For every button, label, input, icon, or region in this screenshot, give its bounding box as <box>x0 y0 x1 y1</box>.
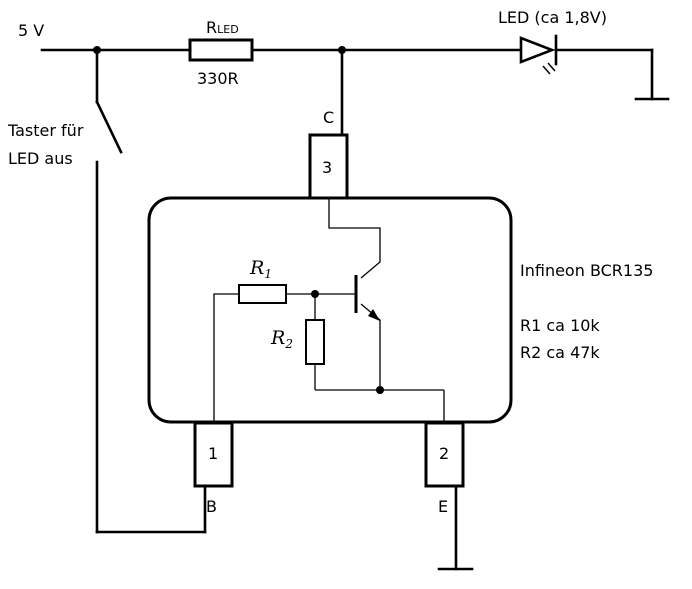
pin-2-emitter <box>424 421 465 488</box>
resistor-rled-value: 330R <box>197 69 239 88</box>
switch-label-line2: LED aus <box>8 149 73 168</box>
resistor-r1-label: R1 <box>249 257 272 281</box>
led-label: LED (ca 1,8V) <box>498 8 607 27</box>
base-node-dot <box>311 290 319 298</box>
resistor-r1-symbol <box>238 284 287 304</box>
switch-label-line1: Taster für <box>7 121 84 140</box>
resistor-rled-label: RLED <box>206 18 239 37</box>
switch-lever <box>95 100 123 154</box>
pin-3-collector <box>308 133 349 200</box>
pin-1-number: 1 <box>208 444 218 463</box>
pin-3-number: 3 <box>322 158 332 177</box>
emitter-node-dot <box>376 386 384 394</box>
collector-pin-letter: C <box>323 108 334 127</box>
resistor-r2-label: R2 <box>270 327 293 351</box>
ic-name: Infineon BCR135 <box>520 261 653 280</box>
emitter-pin-letter: E <box>438 497 448 516</box>
led-symbol <box>519 34 558 75</box>
base-pin-letter: B <box>206 497 217 516</box>
supply-label: 5 V <box>18 21 44 40</box>
ic-r2-note: R2 ca 47k <box>520 343 600 362</box>
ic-package <box>147 196 513 424</box>
resistor-rled-symbol <box>188 38 254 62</box>
ic-r1-note: R1 ca 10k <box>520 316 600 335</box>
transistor-emitter-arrow <box>368 309 380 321</box>
resistor-r2-symbol <box>305 319 325 365</box>
pin-1-base <box>193 421 234 488</box>
pin-2-number: 2 <box>439 444 449 463</box>
